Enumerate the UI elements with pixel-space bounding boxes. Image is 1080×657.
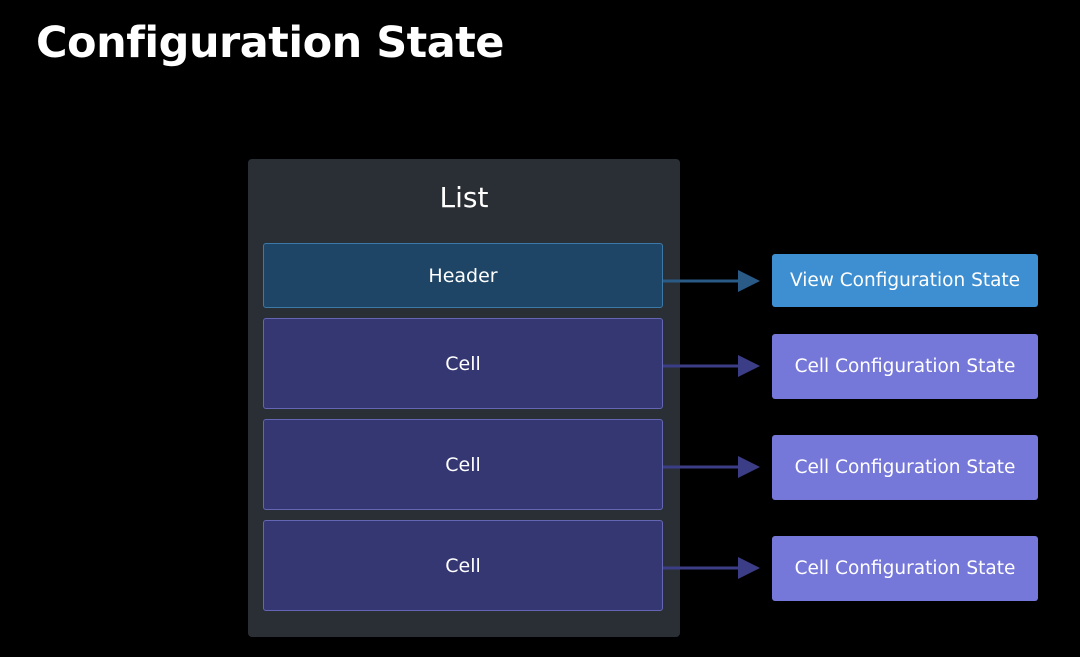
- slide-title: Configuration State: [36, 18, 504, 68]
- list-cell-label: Cell: [445, 453, 481, 476]
- list-cell-row-2: Cell: [263, 419, 663, 510]
- list-cell-label: Cell: [445, 554, 481, 577]
- view-configuration-state-box: View Configuration State: [772, 254, 1038, 307]
- list-container: List Header Cell Cell Cell: [248, 159, 680, 637]
- list-header-row: Header: [263, 243, 663, 308]
- cell-configuration-state-label: Cell Configuration State: [794, 457, 1016, 478]
- cell-configuration-state-box-2: Cell Configuration State: [772, 435, 1038, 500]
- list-cell-label: Cell: [445, 352, 481, 375]
- list-cell-row-3: Cell: [263, 520, 663, 611]
- cell-configuration-state-box-3: Cell Configuration State: [772, 536, 1038, 601]
- list-cell-row-1: Cell: [263, 318, 663, 409]
- cell-configuration-state-label: Cell Configuration State: [794, 558, 1016, 579]
- list-header-label: Header: [428, 264, 498, 287]
- list-title: List: [439, 181, 489, 214]
- view-configuration-state-label: View Configuration State: [789, 270, 1021, 291]
- cell-configuration-state-label: Cell Configuration State: [794, 356, 1016, 377]
- cell-configuration-state-box-1: Cell Configuration State: [772, 334, 1038, 399]
